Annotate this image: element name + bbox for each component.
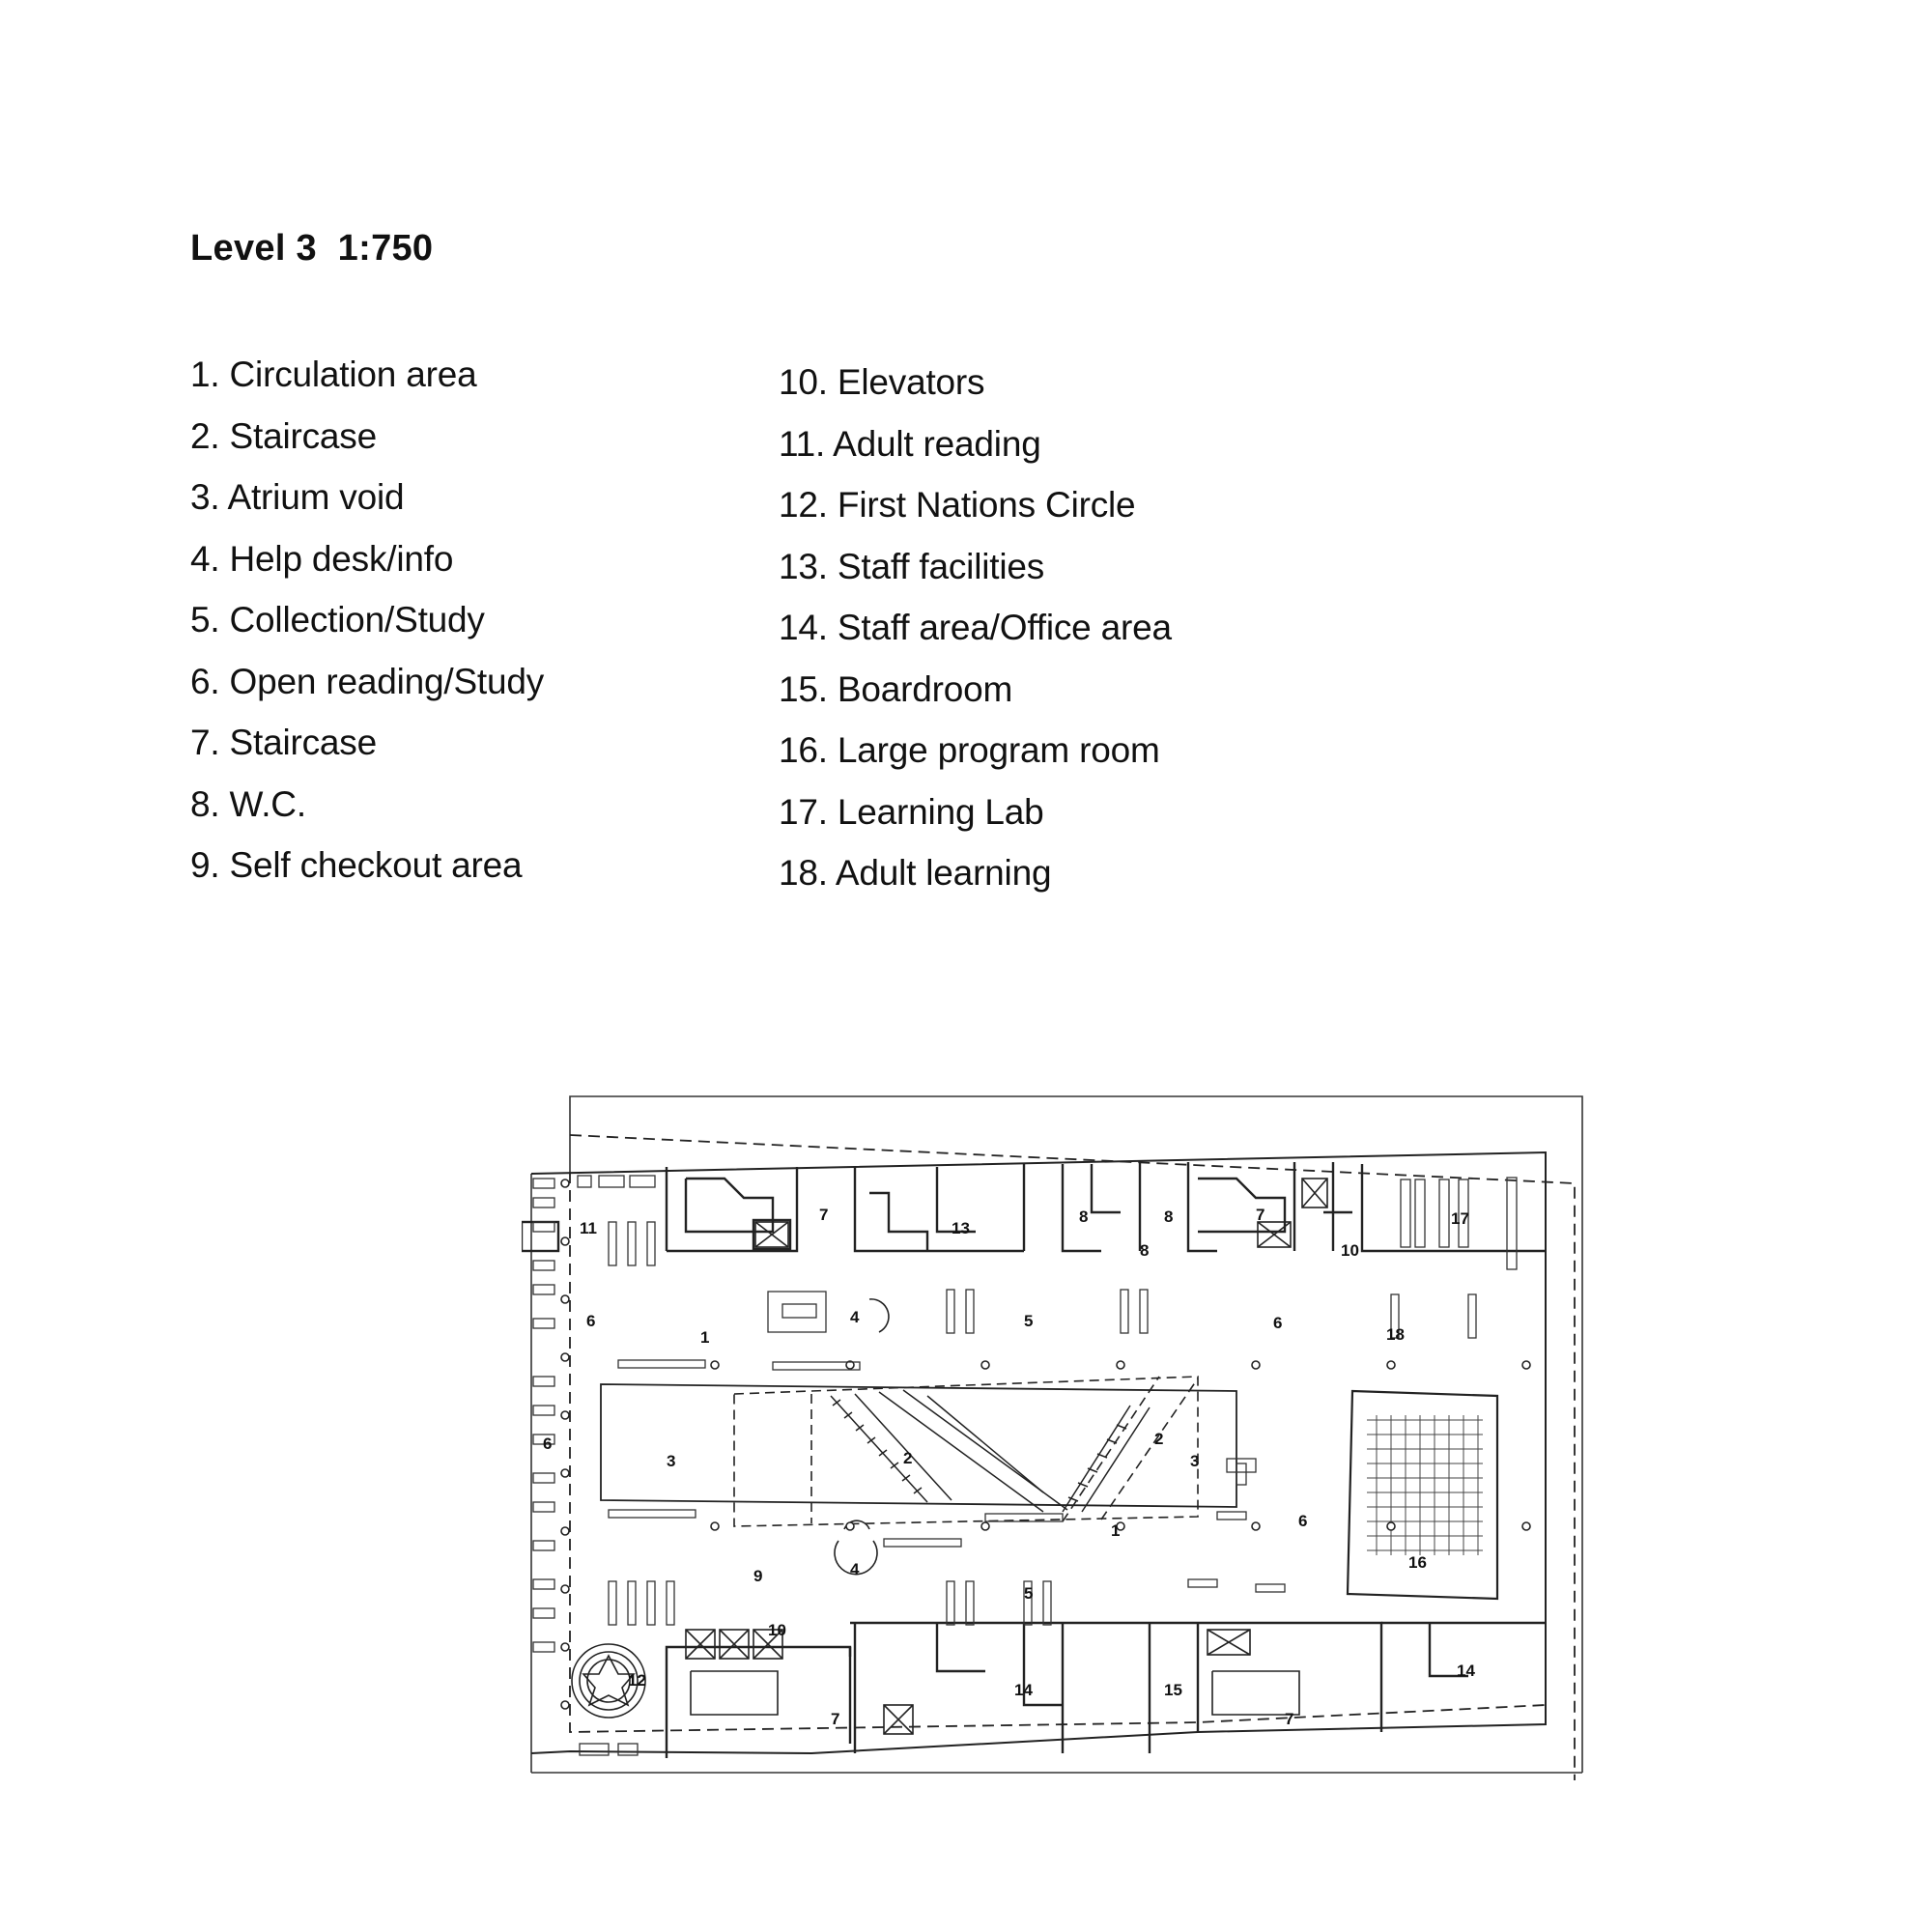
top-elevator-boxes	[754, 1178, 1328, 1248]
plan-label: 8	[1164, 1208, 1173, 1226]
first-nations-circle	[571, 1643, 646, 1719]
plan-label: 2	[1154, 1430, 1163, 1448]
plan-label: 5	[1024, 1584, 1033, 1603]
legend-item: 4. Help desk/info	[190, 538, 454, 579]
plan-label: 13	[952, 1219, 970, 1237]
legend-item: 5. Collection/Study	[190, 600, 485, 639]
plan-label: 11	[580, 1219, 597, 1237]
building-outline	[530, 1151, 1547, 1755]
top-room-walls	[522, 1162, 1546, 1253]
plan-label: 3	[667, 1452, 675, 1470]
plan-label: 4	[850, 1308, 860, 1326]
legend-item: 10. Elevators	[779, 362, 985, 402]
legend-item: 12. First Nations Circle	[779, 485, 1136, 525]
plan-title: Level 3 1:750	[190, 228, 434, 269]
legend-item: 2. Staircase	[190, 415, 377, 456]
bottom-elevator-boxes	[685, 1629, 1300, 1735]
plan-label: 4	[850, 1560, 860, 1578]
program-room-seating	[1367, 1415, 1483, 1555]
plan-label: 8	[1140, 1241, 1149, 1260]
plan-label: 5	[1024, 1312, 1033, 1330]
plan-label: 8	[1079, 1208, 1088, 1226]
plan-label: 18	[1386, 1325, 1405, 1344]
plan-label: 6	[543, 1435, 552, 1453]
plan-label: 7	[831, 1710, 839, 1728]
legend-item: 8. W.C.	[190, 783, 306, 824]
plan-label: 7	[1285, 1710, 1293, 1728]
help-desks	[834, 1298, 890, 1576]
plan-label: 14	[1014, 1681, 1033, 1699]
plan-label: 15	[1164, 1681, 1182, 1699]
legend-item: 3. Atrium void	[190, 477, 405, 517]
large-program-room	[1346, 1389, 1499, 1601]
plan-label: 1	[700, 1328, 709, 1347]
plan-label: 6	[1273, 1314, 1282, 1332]
atrium-staircase	[830, 1389, 1151, 1513]
legend-item: 6. Open reading/Study	[190, 661, 545, 701]
plan-label: 6	[586, 1312, 595, 1330]
site-outline	[530, 1095, 1583, 1774]
floor-plan: 1 1 2 2 3 3 4 4 5 5 6 6 6 6 7 7 7 7 8 8 …	[522, 1095, 1583, 1780]
structural-columns	[560, 1179, 1531, 1710]
legend-item: 16. Large program room	[779, 730, 1160, 770]
plan-label: 10	[768, 1621, 786, 1639]
plan-label: 14	[1457, 1662, 1475, 1680]
plan-label: 12	[628, 1671, 646, 1690]
legend-item: 17. Learning Lab	[779, 791, 1044, 832]
legend-item: 9. Self checkout area	[190, 845, 523, 885]
legend-left-column: 1. Circulation area 2. Staircase 3. Atri…	[190, 354, 544, 906]
legend-item: 7. Staircase	[190, 723, 377, 762]
legend-item: 1. Circulation area	[190, 355, 477, 394]
plan-label: 9	[753, 1567, 762, 1585]
legend-right-column: 10. Elevators 11. Adult reading 12. Firs…	[779, 361, 1172, 914]
atrium-void	[600, 1383, 1237, 1508]
plan-label: 2	[903, 1449, 912, 1467]
plan-label: 6	[1298, 1512, 1307, 1530]
atrium-dashed-overlay	[733, 1376, 1199, 1527]
legend-item: 15. Boardroom	[779, 668, 1013, 709]
plan-label: 16	[1408, 1553, 1427, 1572]
legend-item: 14. Staff area/Office area	[779, 608, 1172, 647]
overhang-dashed-outline	[569, 1134, 1576, 1780]
legend-item: 18. Adult learning	[779, 853, 1052, 893]
plan-label: 7	[819, 1206, 828, 1224]
room-labels: 1 1 2 2 3 3 4 4 5 5 6 6 6 6 7 7 7 7 8 8 …	[543, 1206, 1475, 1728]
plan-label: 1	[1111, 1521, 1120, 1540]
legend-item: 13. Staff facilities	[779, 546, 1045, 586]
plan-label: 17	[1451, 1209, 1469, 1228]
plan-label: 3	[1190, 1452, 1199, 1470]
plan-label: 7	[1256, 1206, 1264, 1224]
legend-item: 11. Adult reading	[779, 423, 1041, 464]
plan-label: 10	[1341, 1241, 1359, 1260]
shelving-and-furniture	[532, 1175, 1518, 1756]
